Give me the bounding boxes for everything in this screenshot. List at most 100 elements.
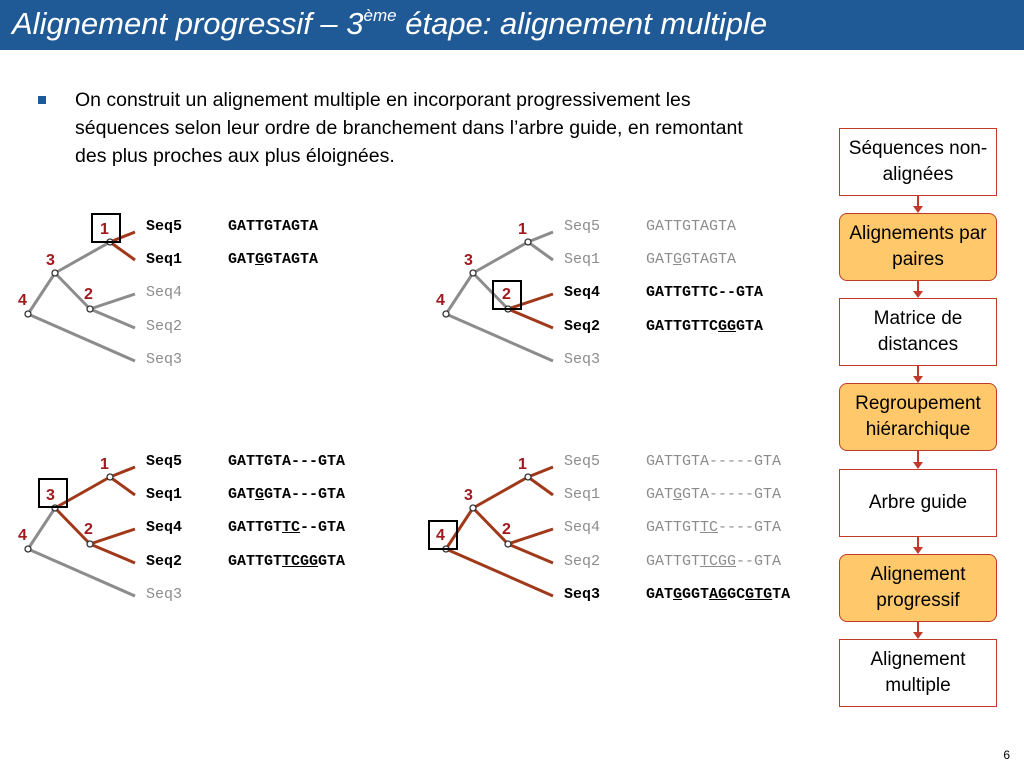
flow-step-7: Alignement multiple	[839, 639, 997, 707]
tree-branch	[472, 240, 529, 275]
sequence-alignment: GATTGTTC----GTA	[646, 519, 782, 536]
sequence-alignment: GATGGTAGTA	[228, 251, 319, 268]
tree-branch	[89, 542, 136, 565]
tree-branch	[26, 272, 57, 315]
flow-step-2: Alignements par paires	[839, 213, 997, 281]
sequence-alignment: GATTGTTC--GTA	[646, 284, 764, 301]
flow-step-label: Alignement progressif	[870, 564, 966, 611]
tree-node	[86, 540, 94, 548]
node-label-4: 4	[18, 527, 27, 544]
node-label-4: 4	[18, 292, 27, 309]
arrow-head-icon	[913, 632, 923, 639]
tree-branch	[445, 312, 554, 363]
title-superscript: ème	[363, 5, 397, 25]
bullet-square-icon	[38, 96, 46, 104]
sequence-name: Seq4	[564, 284, 601, 301]
sequence-name: Seq2	[564, 553, 601, 570]
tree-node	[442, 310, 450, 318]
sequence-alignment: GATGGTA---GTA	[228, 486, 346, 503]
sequence-name: Seq2	[564, 318, 601, 335]
sequence-name: Seq3	[564, 351, 601, 368]
sequence-alignment: GATTGTTCGG--GTA	[646, 553, 782, 570]
selected-node-box	[91, 213, 121, 243]
tree-branch	[27, 547, 136, 598]
sequence-alignment: GATGGGTAGGCGTGTA	[646, 586, 791, 603]
slide-title: Alignement progressif – 3ème étape: alig…	[12, 6, 767, 42]
flow-arrow	[917, 281, 919, 292]
tree-branch	[26, 507, 57, 550]
tree-node	[51, 269, 59, 277]
guide-tree	[24, 230, 136, 363]
bullet-text: On construit un alignement multiple en i…	[75, 89, 743, 167]
arrow-head-icon	[913, 206, 923, 213]
selected-node-box	[38, 478, 68, 508]
tree-branch	[89, 307, 136, 330]
tree-branch	[527, 475, 554, 497]
tree-branch	[527, 240, 554, 262]
node-label-4: 4	[436, 527, 445, 544]
sequence-alignment: GATGGTA-----GTA	[646, 486, 782, 503]
node-label-2: 2	[84, 286, 93, 303]
sequence-alignment: GATTGTTCGGGTA	[228, 553, 346, 570]
flow-step-label: Matrice de distances	[873, 308, 963, 355]
node-label-1: 1	[100, 456, 109, 473]
node-label-2: 2	[84, 521, 93, 538]
sequence-alignment: GATTGTA-----GTA	[646, 453, 782, 470]
tree-node	[24, 310, 32, 318]
flow-step-6: Alignement progressif	[839, 554, 997, 622]
sequence-name: Seq1	[564, 251, 601, 268]
tree-node	[504, 540, 512, 548]
sequence-name: Seq5	[564, 218, 601, 235]
node-label-1: 1	[518, 456, 527, 473]
sequence-name: Seq4	[564, 519, 601, 536]
tree-branch	[444, 272, 475, 315]
tree-branch	[109, 240, 136, 262]
tree-branch	[472, 475, 529, 510]
selected-node-box	[492, 280, 522, 310]
flow-arrow	[917, 622, 919, 633]
tree-node	[524, 238, 532, 246]
arrow-head-icon	[913, 291, 923, 298]
tree-node	[24, 545, 32, 553]
tree-node	[469, 269, 477, 277]
tree-branch	[471, 271, 510, 311]
sequence-name: Seq2	[146, 318, 183, 335]
sequence-name: Seq5	[564, 453, 601, 470]
sequence-name: Seq4	[146, 519, 183, 536]
tree-branch	[527, 465, 554, 479]
tree-branch	[444, 507, 475, 550]
flow-step-label: Arbre guide	[868, 492, 968, 513]
flow-step-3: Matrice de distances	[839, 298, 997, 366]
sequence-name: Seq1	[564, 486, 601, 503]
selected-node-box	[428, 520, 458, 550]
node-label-1: 1	[518, 221, 527, 238]
tree-branch	[471, 506, 510, 546]
guide-tree	[442, 230, 554, 363]
sequence-alignment: GATTGTTC--GTA	[228, 519, 346, 536]
node-label-2: 2	[502, 286, 511, 303]
guide-tree	[442, 465, 554, 598]
flow-arrow	[917, 451, 919, 463]
flow-arrow	[917, 537, 919, 548]
sequence-name: Seq4	[146, 284, 183, 301]
tree-branch	[89, 292, 136, 311]
node-label-3: 3	[46, 487, 55, 504]
sequence-name: Seq5	[146, 218, 183, 235]
sequence-alignment: GATTGTAGTA	[228, 218, 319, 235]
sequence-alignment: GATTGTA---GTA	[228, 453, 346, 470]
flow-arrow	[917, 196, 919, 207]
sequence-name: Seq2	[146, 553, 183, 570]
node-label-1: 1	[100, 221, 109, 238]
tree-branch	[89, 527, 136, 546]
tree-branch	[507, 292, 554, 311]
node-label-3: 3	[464, 252, 473, 269]
tree-branch	[527, 230, 554, 244]
sequence-name: Seq3	[146, 351, 183, 368]
node-label-2: 2	[502, 521, 511, 538]
tree-branch	[507, 527, 554, 546]
tree-node	[86, 305, 94, 313]
node-label-3: 3	[46, 252, 55, 269]
title-main: Alignement progressif – 3	[12, 6, 364, 41]
flow-step-5: Arbre guide	[839, 469, 997, 537]
tree-node	[469, 504, 477, 512]
